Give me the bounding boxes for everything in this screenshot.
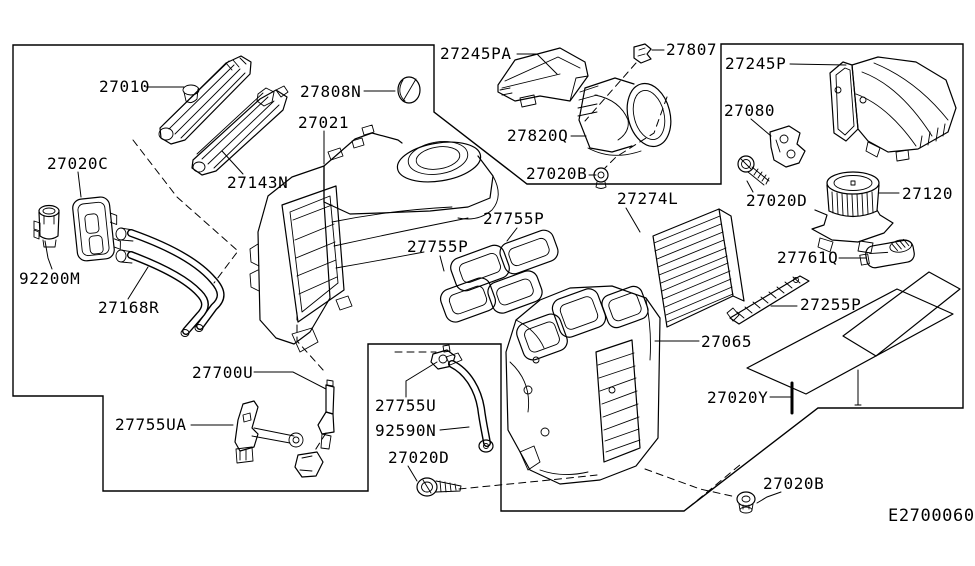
screw-27020D-right-drawing (737, 155, 770, 186)
part-label-27020C: 27020C (47, 154, 108, 173)
pad-27808N-drawing (397, 76, 421, 104)
part-label-27010: 27010 (99, 77, 150, 96)
part-label-27274L: 27274L (617, 189, 678, 208)
resistor-27761Q-drawing (859, 238, 915, 269)
diagram-code: E2700060 (888, 506, 975, 526)
part-label-92200M: 92200M (19, 269, 80, 288)
blower-motor-27120-drawing (811, 171, 894, 254)
evaporator-27010-drawing (158, 55, 252, 145)
part-label-27020D-lower: 27020D (388, 448, 449, 467)
heater-unit-27065-drawing (505, 285, 661, 485)
leader-lines (44, 49, 900, 504)
part-label-27761Q: 27761Q (777, 248, 838, 267)
screw-27020D-lower-drawing (416, 477, 462, 497)
intake-duct-27820Q-drawing (577, 77, 672, 156)
part-label-27080: 27080 (724, 101, 775, 120)
assembly-dashed-lines (132, 62, 742, 509)
part-label-27245P: 27245P (725, 54, 786, 73)
part-label-27755P-upper: 27755P (483, 209, 544, 228)
part-label-27143N: 27143N (227, 173, 288, 192)
drain-grommet-drawing (294, 451, 324, 478)
part-label-27807: 27807 (666, 40, 717, 59)
part-label-92590N: 92590N (375, 421, 436, 440)
part-label-27168R: 27168R (98, 298, 159, 317)
water-pipe-92590N-drawing (445, 352, 494, 453)
part-label-27820Q: 27820Q (507, 126, 568, 145)
valve-92200M-drawing (33, 204, 60, 248)
clip-27080-drawing (769, 125, 806, 168)
part-label-27755P-lower: 27755P (407, 237, 468, 256)
part-labels: 27010 27020C 92200M 27168R 27143N 27808N 27021… (19, 40, 953, 493)
part-label-27245PA: 27245PA (440, 44, 512, 63)
assembly-boundary (12, 43, 964, 512)
strip-27255P-drawing (726, 275, 810, 325)
part-label-27020D-right: 27020D (746, 191, 807, 210)
part-label-27808N: 27808N (300, 82, 361, 101)
bracket-27755UA-drawing (234, 400, 304, 464)
part-label-27755UA: 27755UA (115, 415, 187, 434)
grommet-27020B-upper-drawing (593, 167, 609, 189)
cooling-unit-27021-drawing (249, 124, 499, 353)
part-label-27020Y: 27020Y (707, 388, 768, 407)
part-label-27120: 27120 (902, 184, 953, 203)
part-label-27755U: 27755U (375, 396, 436, 415)
insulator-sheets-27020Y-drawing (746, 271, 961, 395)
intake-box-27245P-drawing (829, 56, 957, 162)
part-label-27020B-lower: 27020B (763, 474, 824, 493)
clip-27807-drawing (633, 43, 652, 64)
part-label-27065: 27065 (701, 332, 752, 351)
heater-pipes-27168R-drawing (115, 227, 225, 337)
drain-27700U-drawing (317, 379, 335, 450)
gasket-set-27755P-drawing (439, 229, 559, 323)
part-label-27020B-upper: 27020B (526, 164, 587, 183)
part-label-27255P: 27255P (800, 295, 861, 314)
grommet-27020B-lower-drawing (736, 491, 756, 514)
part-label-27021: 27021 (298, 113, 349, 132)
seal-27020C-drawing (72, 196, 121, 262)
filter-27274L-drawing (652, 208, 745, 328)
part-label-27700U: 27700U (192, 363, 253, 382)
evaporator-27143N-drawing (191, 85, 289, 176)
